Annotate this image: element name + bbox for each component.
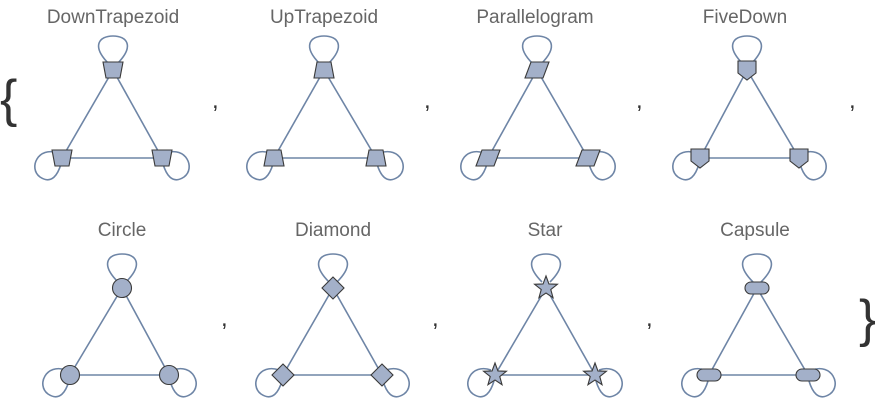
graph-panel: DownTrapezoid xyxy=(34,7,190,181)
five-down-node xyxy=(737,60,757,81)
self-loop xyxy=(595,367,623,398)
star-node xyxy=(482,361,508,386)
down-trapezoid-node xyxy=(51,149,73,167)
self-loop xyxy=(308,35,340,65)
self-loop xyxy=(382,367,410,398)
graph-panel: Parallelogram xyxy=(460,7,616,181)
graph-title: Diamond xyxy=(295,220,371,241)
self-loop xyxy=(246,150,274,181)
graph-edge xyxy=(332,287,383,376)
self-loop xyxy=(162,150,190,181)
self-loop xyxy=(97,35,129,65)
graph-edge xyxy=(282,287,334,376)
diamond-node xyxy=(321,276,345,300)
down-trapezoid-node xyxy=(151,149,173,167)
graph-title: DownTrapezoid xyxy=(47,7,179,28)
parallelogram-node xyxy=(524,61,550,79)
graph-title: FiveDown xyxy=(703,7,787,28)
down-trapezoid-node xyxy=(102,61,124,79)
capsule-node xyxy=(795,368,821,382)
graph-edge xyxy=(487,69,538,159)
self-loop xyxy=(34,150,62,181)
list-separator: , xyxy=(646,305,653,332)
self-loop xyxy=(467,367,495,398)
list-separator: , xyxy=(636,87,643,114)
graph-panel: Diamond xyxy=(255,220,410,398)
star-node xyxy=(533,274,559,299)
parallelogram-node xyxy=(575,149,601,167)
self-loop xyxy=(169,367,197,398)
graph-edge xyxy=(273,69,325,159)
graph-edge xyxy=(545,287,596,376)
graph-panel: Star xyxy=(467,220,623,398)
self-loop xyxy=(731,35,763,65)
graph-panel: UpTrapezoid xyxy=(246,7,404,181)
self-loop xyxy=(799,150,827,181)
list-separator: , xyxy=(221,305,228,332)
parallelogram-node xyxy=(475,149,501,167)
graph-edge xyxy=(121,287,170,376)
diamond-node xyxy=(271,363,295,387)
circle-node xyxy=(158,364,180,386)
graph-panel: FiveDown xyxy=(672,7,827,181)
self-loop xyxy=(808,367,836,398)
graph-edge xyxy=(756,287,809,376)
graph-edge xyxy=(746,69,800,159)
graph-edge xyxy=(699,69,748,159)
graph-panel: Capsule xyxy=(681,220,836,398)
graph-edge xyxy=(494,287,547,376)
self-loop xyxy=(317,253,349,283)
self-loop xyxy=(588,150,616,181)
self-loop xyxy=(530,253,562,283)
self-loop xyxy=(106,253,138,283)
capsule-node xyxy=(744,281,770,295)
graph-edge xyxy=(61,69,114,159)
five-down-node xyxy=(789,148,809,169)
self-loop xyxy=(681,367,709,398)
self-loop xyxy=(672,150,700,181)
graph-title: Star xyxy=(528,220,564,241)
circle-node xyxy=(111,277,133,299)
graph-edge xyxy=(69,287,123,376)
list-separator: , xyxy=(212,87,219,114)
self-loop xyxy=(255,367,283,398)
graph-title: Circle xyxy=(98,220,147,241)
self-loop xyxy=(42,367,70,398)
star-node xyxy=(582,361,608,386)
five-down-node xyxy=(690,148,710,169)
list-separator: , xyxy=(849,87,856,114)
self-loop xyxy=(376,150,404,181)
list-separator: , xyxy=(424,87,431,114)
close-brace: } xyxy=(859,290,875,348)
graph-title: Capsule xyxy=(720,220,790,241)
up-trapezoid-node xyxy=(263,149,285,167)
self-loop xyxy=(521,35,553,65)
up-trapezoid-node xyxy=(365,149,387,167)
self-loop xyxy=(741,253,773,283)
self-loop xyxy=(460,150,488,181)
graph-edge xyxy=(323,69,377,159)
graph-title: Parallelogram xyxy=(476,7,593,28)
graph-edge xyxy=(112,69,163,159)
capsule-node xyxy=(696,368,722,382)
graph-panel: Circle xyxy=(42,220,197,398)
graph-edge xyxy=(708,287,758,376)
diamond-node xyxy=(370,363,394,387)
list-separator: , xyxy=(432,305,439,332)
open-brace: { xyxy=(0,70,17,128)
graph-title: UpTrapezoid xyxy=(270,7,378,28)
circle-node xyxy=(59,364,81,386)
graph-edge xyxy=(536,69,589,159)
up-trapezoid-node xyxy=(313,61,335,79)
